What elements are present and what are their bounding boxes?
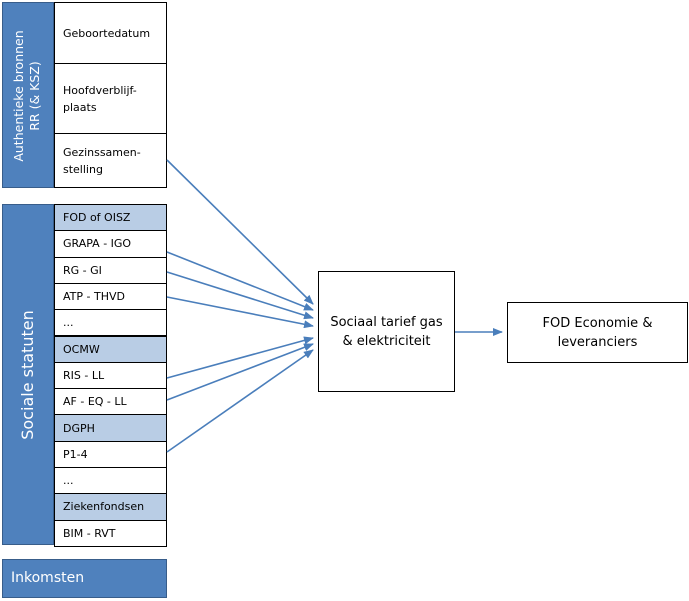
arrow-rg bbox=[166, 271, 314, 320]
sociale-cell-label: BIM - RVT bbox=[63, 526, 116, 540]
cell-hoofdverblijfplaats: Hoofdverblijf- plaats bbox=[54, 63, 167, 134]
arrow-af bbox=[166, 343, 314, 401]
sociale-cell-label: ATP - THVD bbox=[63, 290, 125, 304]
target-box-line2: leveranciers bbox=[557, 334, 638, 350]
sociale-cell-label: OCMW bbox=[63, 342, 100, 356]
arrow-gezinssamenstelling bbox=[166, 159, 314, 305]
sociale-cell-label: ... bbox=[63, 474, 74, 488]
sociale-cell: Ziekenfondsen bbox=[54, 493, 167, 521]
sociale-cell-label: RIS - LL bbox=[63, 368, 105, 382]
inkomsten-label: Inkomsten bbox=[11, 570, 85, 586]
center-box-line2: & elektriciteit bbox=[342, 333, 431, 349]
sociale-cell: RIS - LL bbox=[54, 361, 167, 390]
sociale-cell: BIM - RVT bbox=[54, 519, 167, 547]
arrow-atp bbox=[166, 296, 314, 329]
center-box-line1: Sociaal tarief gas bbox=[330, 314, 443, 330]
arrow-ris bbox=[166, 336, 314, 379]
fod-economie-box: FOD Economie & leveranciers bbox=[507, 302, 688, 363]
sociale-cell-label: RG - GI bbox=[63, 263, 102, 277]
target-box-line1: FOD Economie & bbox=[542, 315, 653, 331]
sociale-cell-label: DGPH bbox=[63, 421, 95, 435]
sociale-cell: GRAPA - IGO bbox=[54, 230, 167, 258]
sociale-cell-label: AF - EQ - LL bbox=[63, 395, 127, 409]
authentieke-bronnen-panel bbox=[2, 2, 54, 188]
arrow-grapa bbox=[166, 251, 314, 311]
sociale-cell: ... bbox=[54, 467, 167, 495]
sociale-statuten-panel bbox=[2, 204, 54, 545]
sociale-cell: ... bbox=[54, 309, 167, 337]
sociale-cell-label: ... bbox=[63, 316, 74, 330]
sociale-cell: P1-4 bbox=[54, 440, 167, 468]
sociale-cell-label: FOD of OISZ bbox=[63, 211, 131, 225]
sociale-cell: FOD of OISZ bbox=[54, 204, 167, 232]
arrow-p14 bbox=[166, 349, 314, 453]
sociale-cell: OCMW bbox=[54, 335, 167, 363]
inkomsten-panel bbox=[2, 559, 167, 598]
sociale-cell-label: GRAPA - IGO bbox=[63, 237, 132, 251]
sociale-cell: ATP - THVD bbox=[54, 282, 167, 311]
sociaal-tarief-box: Sociaal tarief gas & elektriciteit bbox=[318, 271, 455, 392]
sociale-cell: DGPH bbox=[54, 414, 167, 442]
cell-gezinssamenstelling: Gezinssamen- stelling bbox=[54, 133, 167, 188]
sociale-cell-label: Ziekenfondsen bbox=[63, 500, 145, 514]
sociale-cell-label: P1-4 bbox=[63, 447, 88, 461]
cell-geboortedatum: Geboortedatum bbox=[54, 2, 167, 64]
